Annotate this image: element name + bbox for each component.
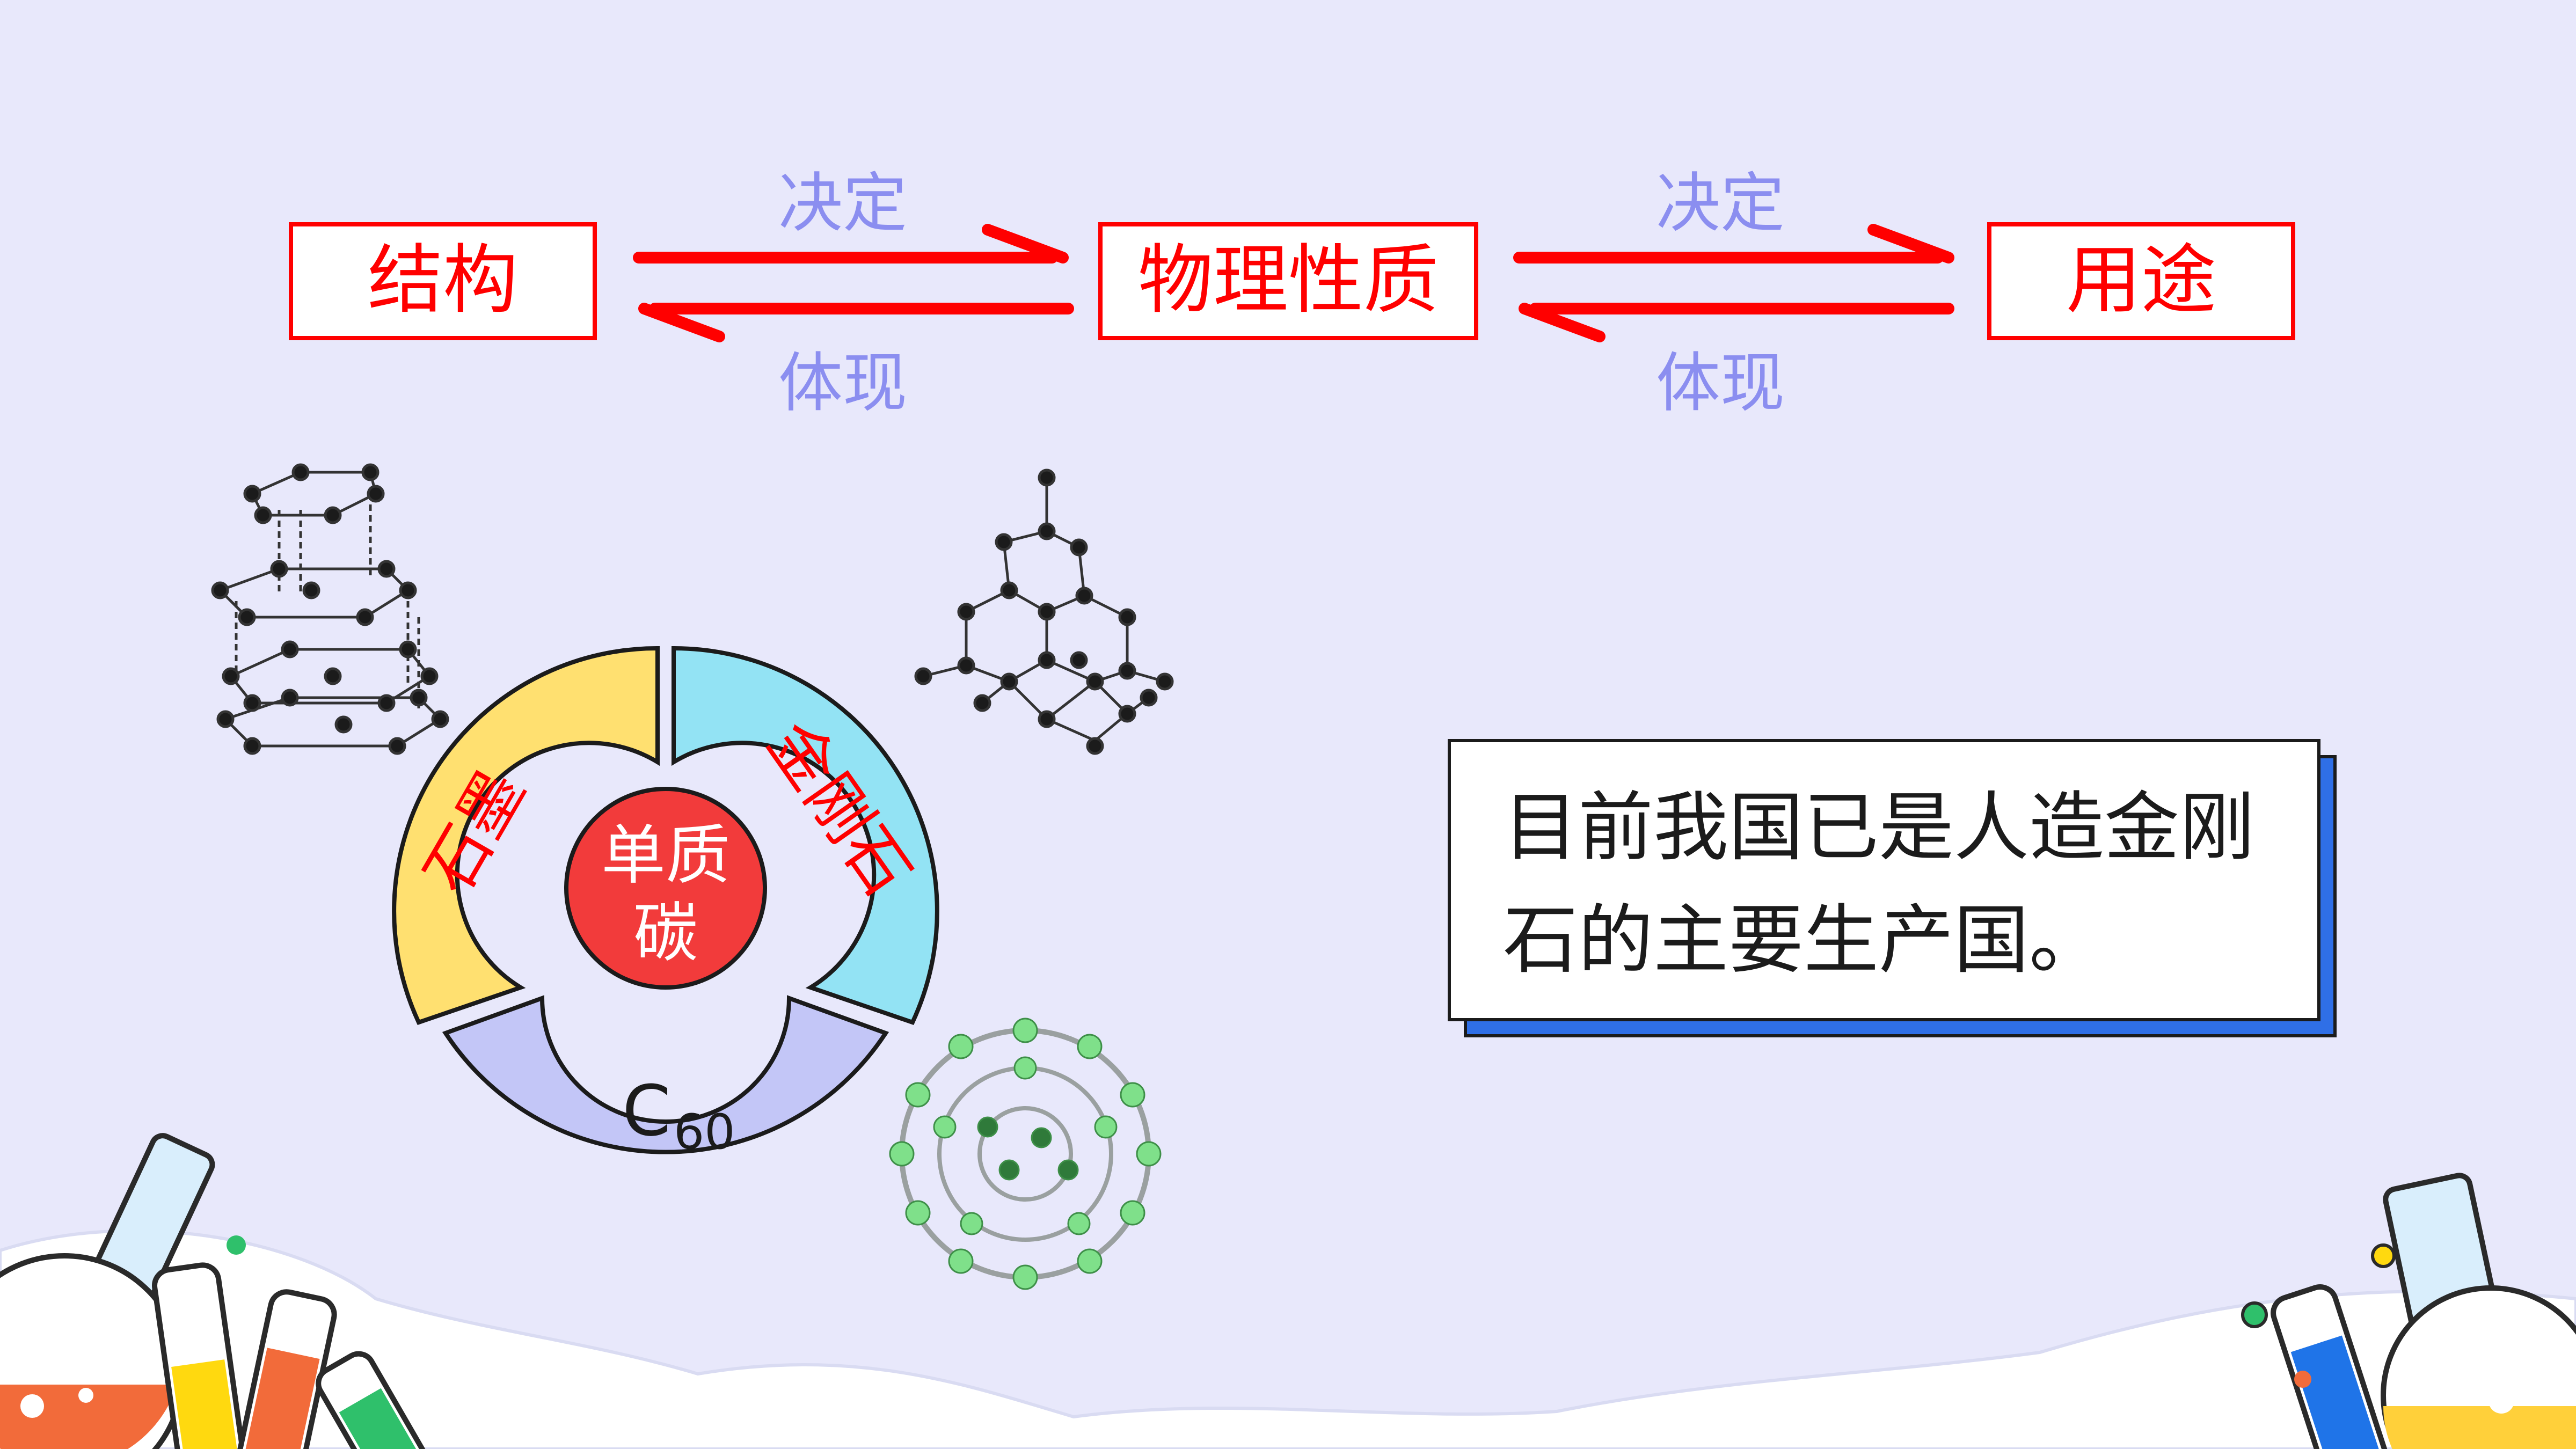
note-line-1: 目前我国已是人造金刚 — [1503, 784, 2254, 872]
center-label-line2: 碳 — [633, 896, 698, 971]
center-circle — [564, 787, 767, 990]
note-line-2: 石的主要生产国。 — [1503, 897, 2104, 984]
bottom-clouds — [0, 1229, 2576, 1449]
note-card: 目前我国已是人造金刚 石的主要生产国。 — [1448, 739, 2337, 1037]
graphite-structure-icon — [211, 463, 449, 755]
bubble-dot-green — [2241, 1301, 2268, 1328]
segment-c60-label-sub: 60 — [674, 1104, 735, 1160]
bubble-dot — [227, 1235, 246, 1255]
bubble-dot-yellow — [2371, 1243, 2396, 1268]
arrow2-bottom-label: 体现 — [1656, 346, 1785, 421]
box-structure: 结构 — [289, 222, 597, 340]
box-property: 物理性质 — [1098, 222, 1478, 340]
segment-c60 — [442, 995, 889, 1154]
test-tube-yellow-icon — [152, 1262, 245, 1449]
box-use: 用途 — [1987, 222, 2295, 340]
box-use-label: 用途 — [2066, 237, 2216, 324]
arrow1-bottom-label: 体现 — [778, 346, 907, 421]
flask-icon — [0, 1133, 215, 1449]
note-card-face — [1448, 739, 2320, 1021]
center-label-line1: 单质 — [601, 818, 730, 893]
segment-diamond — [672, 646, 939, 1025]
box-property-label: 物理性质 — [1138, 237, 1439, 324]
test-tube-orange-icon — [232, 1289, 337, 1449]
bubble-dot-orange — [2294, 1371, 2311, 1388]
arrow2-top-label: 决定 — [1656, 166, 1785, 241]
test-tube-blue-icon — [2271, 1284, 2389, 1449]
flask-right-icon — [2381, 1173, 2576, 1449]
carbon-ring-diagram: 单质 碳 石墨 金刚石 C 60 — [392, 646, 939, 1160]
arrow-determines-1 — [633, 224, 1069, 264]
arrow-reflects-1 — [638, 303, 1074, 342]
diamond-structure-icon — [914, 469, 1174, 755]
test-tube-green-icon — [316, 1351, 432, 1449]
segment-graphite — [392, 646, 660, 1025]
arrow-determines-2 — [1513, 224, 1954, 264]
box-structure-label: 结构 — [368, 237, 518, 324]
arrow-reflects-2 — [1519, 303, 1954, 342]
arrow1-top-label: 决定 — [778, 166, 907, 241]
segment-c60-label-main: C — [622, 1070, 671, 1152]
c60-molecule-icon — [889, 1018, 1162, 1290]
